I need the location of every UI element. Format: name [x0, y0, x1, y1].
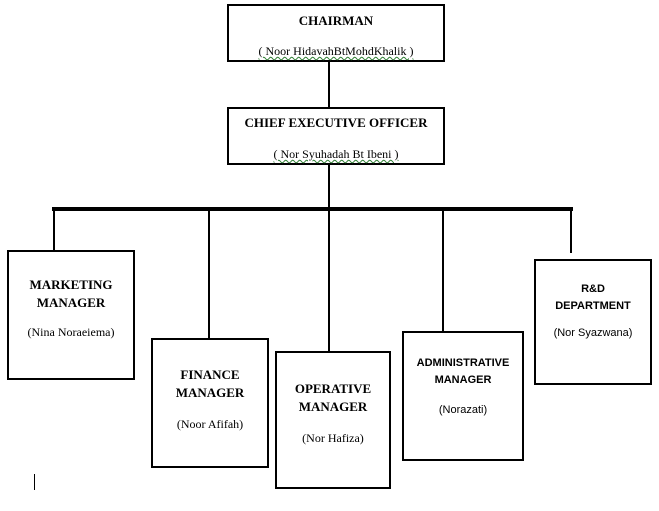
finance-title-line2: MANAGER: [175, 385, 245, 400]
finance-name: (Noor Afifah): [176, 417, 244, 431]
finance-title-line1: FINANCE: [180, 367, 240, 382]
rnd-title-line2: DEPARTMENT: [555, 300, 631, 312]
operative-title-line2: MANAGER: [298, 399, 368, 414]
rnd-name: (Nor Syazwana): [553, 327, 633, 339]
rnd-title: R&D DEPARTMENT: [536, 281, 650, 315]
marketing-title: MARKETING MANAGER: [9, 276, 133, 312]
marketing-title-line1: MARKETING: [29, 277, 113, 292]
administrative-name: (Norazati): [438, 404, 488, 416]
operative-title-line1: OPERATIVE: [294, 381, 372, 396]
operative-name: (Nor Hafiza): [302, 431, 364, 445]
marketing-title-line2: MANAGER: [36, 295, 106, 310]
chairman-box: CHAIRMAN ( Noor HidavahBtMohdKhalik ): [227, 4, 445, 62]
ceo-name-text: ( Nor Syuhadah Bt Ibeni ): [273, 147, 399, 161]
finance-title: FINANCE MANAGER: [153, 366, 267, 402]
operative-title: OPERATIVE MANAGER: [277, 380, 389, 416]
ceo-name: ( Nor Syuhadah Bt Ibeni ): [229, 146, 443, 162]
rnd-department-box: R&D DEPARTMENT (Nor Syazwana): [534, 259, 652, 385]
chairman-title: CHAIRMAN: [298, 13, 374, 28]
marketing-manager-box: MARKETING MANAGER (Nina Noraeiema): [7, 250, 135, 380]
marketing-name: (Nina Noraeiema): [27, 325, 115, 339]
operative-manager-box: OPERATIVE MANAGER (Nor Hafiza): [275, 351, 391, 489]
rnd-title-line1: R&D: [581, 283, 605, 295]
administrative-title: ADMINISTRATIVE MANAGER: [404, 355, 522, 389]
administrative-manager-box: ADMINISTRATIVE MANAGER (Norazati): [402, 331, 524, 461]
chairman-name-text: ( Noor HidavahBtMohdKhalik ): [258, 44, 414, 58]
ceo-title: CHIEF EXECUTIVE OFFICER: [244, 115, 428, 130]
administrative-title-line2: MANAGER: [434, 374, 492, 386]
administrative-title-line1: ADMINISTRATIVE: [416, 357, 510, 369]
text-cursor: [34, 474, 35, 490]
finance-manager-box: FINANCE MANAGER (Noor Afifah): [151, 338, 269, 468]
ceo-box: CHIEF EXECUTIVE OFFICER ( Nor Syuhadah B…: [227, 107, 445, 165]
chairman-name: ( Noor HidavahBtMohdKhalik ): [229, 43, 443, 59]
